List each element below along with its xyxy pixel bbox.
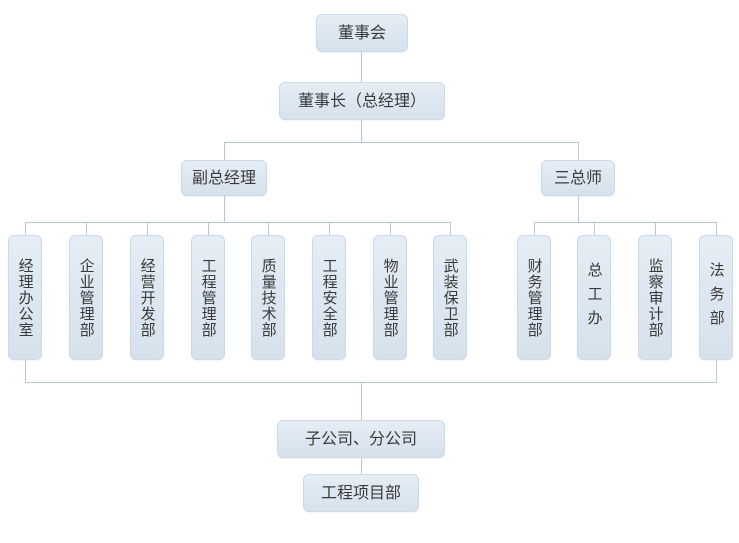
node-department-supervision-audit[interactable]: 监察审计部 [638,235,672,360]
node-department-enterprise-management[interactable]: 企业管理部 [69,235,103,360]
node-subsidiaries-branches[interactable]: 子公司、分公司 [277,420,445,458]
node-department-business-development[interactable]: 经营开发部 [130,235,164,360]
connector-bus-to-dept-right-3 [655,222,656,235]
connector-bus-to-dept-right-4 [716,222,717,235]
node-department-general-managers-office[interactable]: 经理办公室 [8,235,42,360]
node-department-legal-affairs[interactable]: 法务部 [699,235,733,360]
connector-bus-to-dept-left-7 [390,222,391,235]
connector-level3-bus [224,142,578,143]
node-three-chief-engineers[interactable]: 三总师 [541,160,615,196]
connector-bus-to-dept-left-8 [450,222,451,235]
connector-bus-to-dept-right-1 [534,222,535,235]
node-board-of-directors[interactable]: 董事会 [316,14,408,52]
connector-bus-to-dept-left-1 [25,222,26,235]
connector-deputy-gm-drop [224,196,225,222]
node-department-armed-security[interactable]: 武装保卫部 [433,235,467,360]
connector-bus-to-dept-left-6 [329,222,330,235]
connector-subsidiaries-to-project-dept [361,458,362,474]
node-deputy-general-manager[interactable]: 副总经理 [181,160,267,196]
connector-bus-to-dept-left-4 [208,222,209,235]
node-engineering-project-department[interactable]: 工程项目部 [303,474,419,512]
connector-chairman-drop [361,120,362,142]
connector-bottom-bus [25,382,717,383]
connector-right-departments-bus [534,222,716,223]
connector-bus-to-dept-left-3 [147,222,148,235]
node-department-engineering-safety[interactable]: 工程安全部 [312,235,346,360]
node-department-property-management[interactable]: 物业管理部 [373,235,407,360]
connector-dept-left-1-down [25,360,26,382]
connector-board-to-chairman [361,52,362,82]
connector-three-chiefs-drop [578,196,579,222]
connector-bus-to-dept-right-2 [594,222,595,235]
node-department-finance-management[interactable]: 财务管理部 [517,235,551,360]
node-department-chief-engineer-office[interactable]: 总工办 [577,235,611,360]
connector-bus-to-dept-left-2 [86,222,87,235]
connector-dept-right-4-down [716,360,717,382]
node-department-engineering-management[interactable]: 工程管理部 [191,235,225,360]
node-chairman-general-manager[interactable]: 董事长（总经理） [279,82,445,120]
connector-bus-to-three-chiefs [578,142,579,160]
connector-bus-to-deputy-gm [224,142,225,160]
node-department-quality-technology[interactable]: 质量技术部 [251,235,285,360]
connector-bus-to-dept-left-5 [268,222,269,235]
connector-bottom-bus-to-subsidiaries [361,382,362,420]
connector-left-departments-bus [25,222,450,223]
